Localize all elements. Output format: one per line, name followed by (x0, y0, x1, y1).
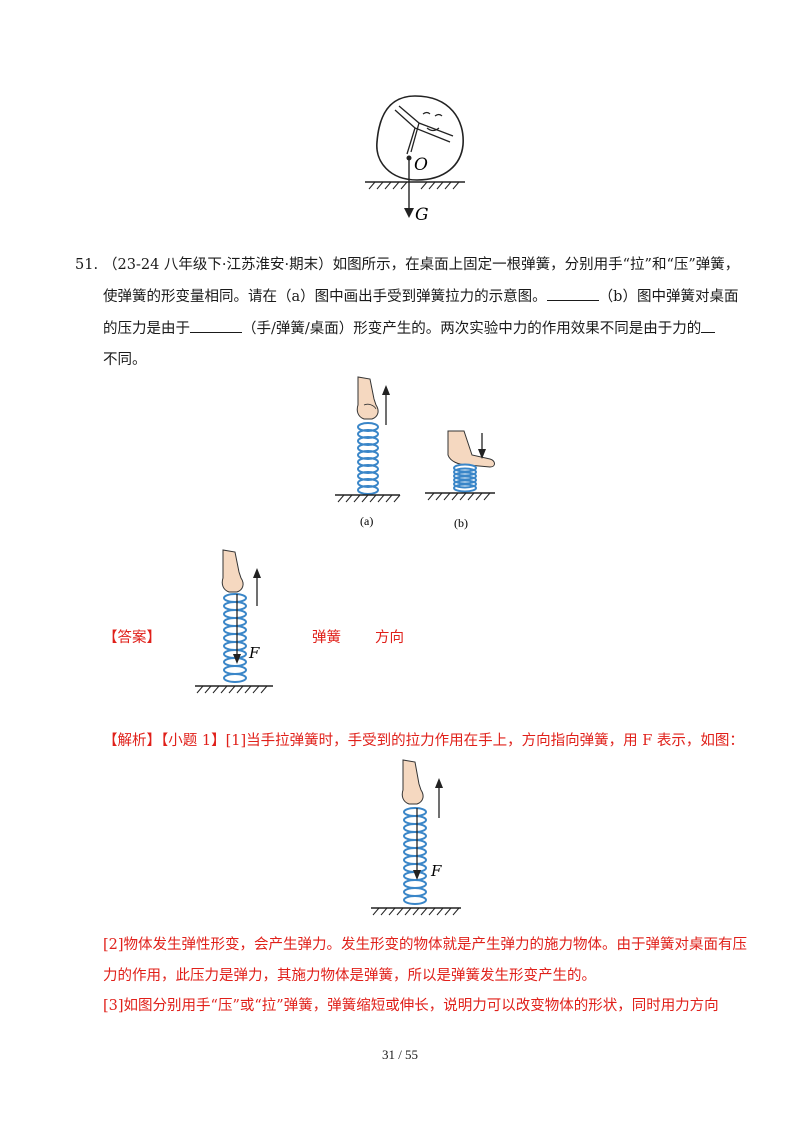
figure-a-spring (357, 422, 379, 495)
answer-spring (223, 593, 247, 683)
figure-ab: (a) (b) (335, 376, 495, 530)
answer-2: 弹簧 (312, 630, 341, 646)
tumbler-body (376, 95, 464, 181)
analysis-p3-line-1: [3]如图分别用手“压”或“拉”弹簧，弹簧缩短或伸长，说明力可以改变物体的形状，… (103, 998, 719, 1014)
analysis-label: 【解析】【小题 1】 (103, 733, 226, 749)
label-g: G (415, 205, 429, 225)
answer-hand (221, 549, 244, 593)
analysis-hand (401, 759, 424, 805)
analysis-p2-line-1: [2]物体发生弹性形变，会产生弹力。发生形变的物体就是产生弹力的施力物体。由于弹… (103, 937, 748, 953)
question-number: 51. (75, 257, 99, 273)
page-number: 31 / 55 (381, 1047, 419, 1062)
analysis-spring (403, 807, 427, 905)
question-line-2: 使弹簧的形变量相同。请在（a）图中画出手受到弹簧拉力的示意图。 （b）图中弹簧对桌… (103, 286, 738, 307)
tumbler-hat (394, 105, 454, 155)
question-line-4: 不同。 (103, 352, 147, 368)
figure-b-spring (453, 463, 477, 493)
answer-blank-1 (546, 286, 599, 301)
analysis-line-1: 【解析】【小题 1】[1]当手拉弹簧时，手受到的拉力作用在手上，方向指向弹簧，用… (103, 731, 744, 751)
question-line-3a: 的压力是由于 (103, 321, 190, 337)
caption-a: (a) (360, 514, 373, 528)
question-line-3b: （手/弹簧/桌面）形变产生的。两次实验中力的作用效果不同是由于力的 (242, 321, 702, 337)
figure-b-hand (447, 430, 495, 468)
answer-blank-2 (190, 318, 242, 333)
analysis-force-label: F (430, 862, 442, 880)
answer-figure: F (195, 549, 273, 694)
analysis-figure: F (371, 759, 461, 916)
question-line-1: （23-24 八年级下·江苏淮安·期末）如图所示，在桌面上固定一根弹簧，分别用手… (103, 257, 740, 273)
answer-3: 方向 (375, 630, 404, 646)
question-line-3: 的压力是由于 （手/弹簧/桌面）形变产生的。两次实验中力的作用效果不同是由于力的 (103, 318, 716, 339)
question-line-2b: （b）图中弹簧对桌面 (598, 289, 739, 305)
figure-a-hand (356, 376, 379, 420)
caption-b: (b) (454, 516, 468, 530)
answer-label: 【答案】 (103, 630, 161, 646)
tumbler-figure: O G (365, 95, 465, 225)
analysis-p2-line-2: 力的作用，此压力是弹力，其施力物体是弹簧，所以是弹簧发生形变产生的。 (103, 968, 596, 984)
label-o: O (414, 155, 428, 175)
answer-force-label: F (248, 644, 260, 662)
question-line-2a: 使弹簧的形变量相同。请在（a）图中画出手受到弹簧拉力的示意图。 (103, 289, 547, 305)
analysis-text-1: [1]当手拉弹簧时，手受到的拉力作用在手上，方向指向弹簧，用 F 表示，如图： (225, 733, 744, 749)
gravity-arrow-head (404, 208, 414, 218)
tumbler-face (422, 111, 443, 132)
answer-blank-3 (701, 318, 716, 333)
